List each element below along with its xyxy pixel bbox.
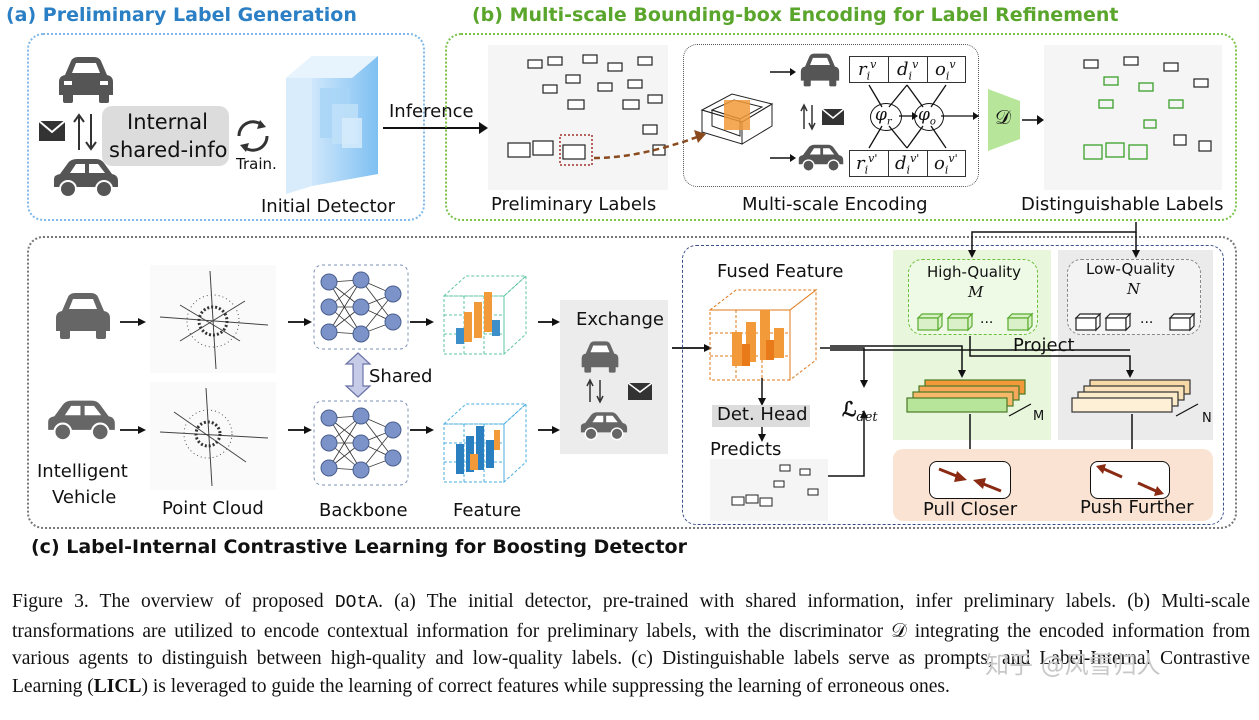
pull-closer-label: Pull Closer bbox=[923, 499, 1018, 520]
hq-feature-stack bbox=[906, 379, 1032, 417]
backbone-bottom bbox=[313, 400, 409, 486]
panel-a-title: (a) Preliminary Label Generation bbox=[6, 4, 357, 26]
intelligent-vehicle-line1: Intelligent bbox=[37, 461, 128, 482]
predicts-label: Predicts bbox=[710, 439, 782, 460]
car-icon-top bbox=[800, 53, 840, 87]
d-top: div bbox=[897, 58, 919, 83]
r-bottom: riv' bbox=[856, 152, 878, 177]
push-further-label: Push Further bbox=[1080, 497, 1194, 518]
mail-icon bbox=[38, 120, 66, 141]
hq-label-boxes: ··· bbox=[916, 312, 1034, 332]
high-quality-label: High-Quality bbox=[927, 263, 1022, 281]
shared-label: Shared bbox=[369, 366, 433, 387]
intelligent-vehicle-line2: Vehicle bbox=[52, 487, 117, 508]
exchange-arrows-icon bbox=[73, 113, 97, 151]
o-top: oiv bbox=[935, 58, 956, 83]
r-top: riv bbox=[858, 58, 877, 83]
fused-feature-label: Fused Feature bbox=[717, 261, 844, 282]
shared-info-line1: Internal bbox=[127, 110, 208, 134]
multiscale-encoding-label: Multi-scale Encoding bbox=[742, 194, 928, 215]
distinguishable-labels-scene bbox=[1044, 45, 1222, 190]
inference-arrow bbox=[383, 122, 488, 134]
car-icon-exchange bbox=[581, 341, 619, 373]
watermark: 知乎 @风雪归人 bbox=[985, 651, 1161, 679]
panel-c-frame bbox=[27, 236, 1237, 529]
mail-exchange-icon bbox=[800, 103, 845, 131]
zoom-arrow bbox=[593, 130, 706, 160]
distinguishable-labels-label: Distinguishable Labels bbox=[1021, 194, 1224, 215]
car-icon-c bbox=[56, 293, 110, 339]
loss-arrows bbox=[820, 347, 868, 477]
car-icon bbox=[59, 57, 113, 103]
exchange-arrows-mail bbox=[586, 378, 653, 404]
lq-label-boxes: ··· bbox=[1074, 312, 1196, 332]
m-dim-label: M bbox=[1033, 409, 1045, 424]
backbone-top bbox=[313, 264, 409, 350]
predicts-scene bbox=[710, 459, 828, 521]
train-label: Train. bbox=[236, 155, 277, 173]
feature-label: Feature bbox=[453, 500, 522, 521]
svg-text:···: ··· bbox=[1140, 315, 1153, 331]
fused-feature-graphic bbox=[708, 288, 818, 382]
phi-r-node bbox=[870, 103, 902, 131]
n-dim-label: N bbox=[1202, 411, 1212, 426]
car-side-icon-bottom bbox=[798, 144, 844, 172]
phi-o-label: φo bbox=[918, 105, 936, 128]
triplet-divider bbox=[888, 150, 889, 177]
shared-info-box bbox=[102, 106, 229, 166]
discriminator-label: 𝒟 bbox=[995, 105, 1011, 129]
panel-c-title: (c) Label-Internal Contrastive Learning … bbox=[31, 536, 687, 558]
inference-label: Inference bbox=[389, 101, 474, 122]
multiscale-boxes-graphic bbox=[700, 93, 774, 145]
car-side-icon-c bbox=[48, 400, 115, 442]
fusion-region bbox=[682, 245, 1224, 525]
point-cloud-bottom bbox=[150, 382, 276, 490]
pull-closer-arrows bbox=[938, 467, 1002, 493]
disc-arrow bbox=[1022, 115, 1044, 125]
shared-double-arrow bbox=[344, 352, 372, 398]
loss-det: ℒdet bbox=[842, 397, 878, 425]
triplet-divider bbox=[888, 56, 889, 83]
triplet-divider bbox=[927, 150, 928, 177]
d-bottom: div' bbox=[895, 152, 920, 177]
car-side-icon-exchange bbox=[580, 412, 628, 441]
train-cycle-icon bbox=[237, 120, 269, 152]
car-side-icon bbox=[54, 159, 118, 198]
initial-detector-graphic bbox=[286, 56, 378, 194]
feature-bottom bbox=[442, 402, 528, 484]
det-head-box bbox=[712, 405, 810, 427]
low-quality-label: Low-Quality bbox=[1086, 260, 1176, 278]
triplet-divider bbox=[927, 56, 928, 83]
det-head-label: Det. Head bbox=[717, 404, 808, 425]
encoding-top-triplet bbox=[849, 56, 966, 83]
preliminary-labels-label: Preliminary Labels bbox=[491, 194, 657, 215]
discriminator-block bbox=[988, 89, 1020, 151]
preliminary-labels-scene bbox=[488, 45, 668, 190]
point-cloud-top bbox=[150, 265, 276, 373]
pipeline-arrows bbox=[120, 318, 712, 434]
lq-feature-stack bbox=[1071, 379, 1199, 417]
push-further-arrows bbox=[1096, 464, 1164, 496]
svg-text:···: ··· bbox=[980, 315, 993, 331]
label-routing-arrows bbox=[968, 222, 1140, 258]
panel-b-frame bbox=[445, 33, 1237, 221]
shared-info-line2: shared-info bbox=[109, 138, 228, 162]
project-arrows bbox=[830, 336, 1134, 378]
initial-detector-label: Initial Detector bbox=[261, 196, 395, 217]
high-quality-count: M bbox=[968, 283, 984, 301]
point-cloud-label: Point Cloud bbox=[162, 498, 264, 519]
phi-r-label: φr bbox=[875, 105, 892, 128]
encoding-bottom-triplet bbox=[849, 150, 966, 177]
phi-o-node bbox=[914, 103, 944, 131]
feature-top bbox=[442, 274, 528, 356]
panel-b-title: (b) Multi-scale Bounding-box Encoding fo… bbox=[472, 4, 1119, 26]
encoding-small-arrows bbox=[770, 68, 796, 162]
o-bottom: oiv' bbox=[934, 152, 958, 177]
exchange-label: Exchange bbox=[576, 309, 664, 330]
backbone-label: Backbone bbox=[319, 500, 408, 521]
low-quality-count: N bbox=[1127, 280, 1141, 298]
pull-closer-box bbox=[929, 461, 1011, 499]
figure-caption: Figure 3. The overview of proposed DOtA.… bbox=[12, 591, 1250, 697]
